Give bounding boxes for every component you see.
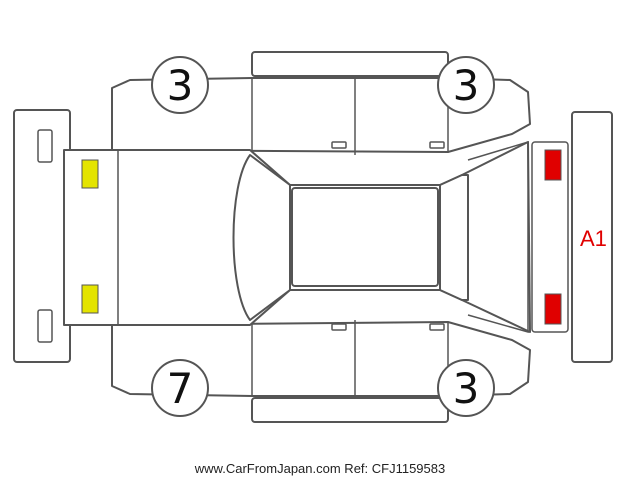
- tire-front-left: 3: [151, 56, 209, 114]
- front-bumper: [13, 109, 71, 363]
- bottom-side-skirt: [251, 397, 449, 423]
- front-marker-top: [81, 159, 99, 189]
- rear-marker-top: [544, 149, 562, 181]
- front-marker-bottom: [81, 284, 99, 314]
- tire-front-right: 3: [437, 56, 495, 114]
- tire-rear-left-value: 7: [167, 364, 194, 413]
- rear-window: [439, 174, 469, 301]
- right-side-body: [111, 320, 531, 397]
- left-side-body: [111, 77, 531, 155]
- watermark: www.CarFromJapan.com Ref: CFJ1159583: [194, 461, 445, 476]
- top-side-skirt: [251, 51, 449, 77]
- tire-rear-left: 7: [151, 359, 209, 417]
- car-top-body: [63, 140, 569, 333]
- rear-damage-code: A1: [580, 226, 607, 251]
- rear-marker-bottom: [544, 293, 562, 325]
- rear-bumper: [571, 111, 613, 363]
- roof: [291, 187, 439, 287]
- tire-front-right-value: 3: [453, 61, 480, 110]
- windshield: [232, 154, 291, 321]
- tire-rear-right: 3: [437, 359, 495, 417]
- tire-front-left-value: 3: [167, 61, 194, 110]
- tire-rear-right-value: 3: [453, 364, 480, 413]
